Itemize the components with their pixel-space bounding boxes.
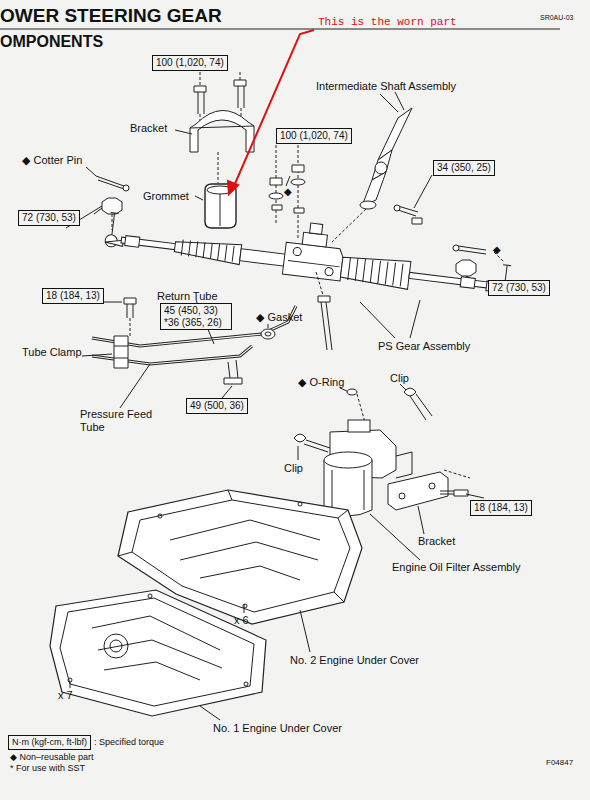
part-label: ◆ Gasket xyxy=(256,311,302,324)
boot-rib xyxy=(181,240,183,256)
part-label: No. 1 Engine Under Cover xyxy=(213,722,342,735)
part-label: ◆ xyxy=(284,186,292,198)
torque-box: 100 (1,020, 74) xyxy=(152,55,228,71)
torque-box: 72 (730, 53) xyxy=(488,280,550,296)
part-label: ◆ O-Ring xyxy=(298,376,344,389)
part-label: Return Tube xyxy=(157,290,218,303)
legend-row: ◆ Non–reusable part xyxy=(10,752,93,762)
legend-text: ◆ Non–reusable part xyxy=(10,752,93,762)
page-title: OWER STEERING GEAR xyxy=(0,5,222,27)
part-label: OMPONENTS xyxy=(0,33,103,51)
part-label: Intermediate Shaft Assembly xyxy=(316,80,456,93)
legend-row: : Specified torque xyxy=(94,737,164,747)
torque-box: 45 (450, 33) *36 (365, 26) xyxy=(160,303,232,330)
boot-rib xyxy=(218,244,220,260)
torque-value: 49 (500, 36) xyxy=(187,399,247,413)
annotation-arrow xyxy=(228,30,314,194)
clip xyxy=(294,434,330,460)
torque-value: 45 (450, 33) *36 (365, 26) xyxy=(161,304,231,329)
part-label: Pressure Feed Tube xyxy=(80,408,162,433)
engine-under-cover xyxy=(50,590,266,720)
torque-box: 49 (500, 36) xyxy=(186,398,248,414)
legend-text: : Specified torque xyxy=(94,737,164,747)
leader-line xyxy=(380,94,398,112)
boot-rib xyxy=(189,240,191,256)
part-label: Clip xyxy=(284,462,303,475)
part-label: F04847 xyxy=(546,758,573,767)
part-label: ◆ xyxy=(493,244,501,256)
part-label: Tube Clamp xyxy=(22,346,82,359)
leader-line xyxy=(286,176,290,186)
part-label: x 6 xyxy=(234,614,249,627)
part-label: Engine Oil Filter Assembly xyxy=(392,561,520,574)
torque-value: 100 (1,020, 74) xyxy=(153,56,227,70)
annotation-note: This is the worn part xyxy=(318,16,457,29)
title-rule xyxy=(0,28,560,29)
legend-row: * For use with SST xyxy=(10,763,85,773)
torque-value: 34 (350, 25) xyxy=(434,161,494,175)
clip xyxy=(400,384,432,420)
legend-text: * For use with SST xyxy=(10,763,85,773)
torque-value: 72 (730, 53) xyxy=(19,211,79,225)
torque-box: 18 (184, 13) xyxy=(42,288,104,304)
leader-line xyxy=(82,354,112,356)
torque-value: 72 (730, 53) xyxy=(489,281,549,295)
leader-line xyxy=(360,302,395,338)
part-label: SR0AU-03 xyxy=(540,14,573,22)
boot-rib xyxy=(370,260,373,283)
part-label: No. 2 Engine Under Cover xyxy=(290,654,419,667)
torque-box: N·m (kgf-cm, ft-lbf) xyxy=(8,735,91,750)
leader-line xyxy=(86,167,96,176)
boot-rib xyxy=(385,262,388,285)
boot-rib xyxy=(210,243,212,259)
boot-rib xyxy=(363,259,366,282)
part-label: Clip xyxy=(390,372,409,385)
boot-rib xyxy=(393,263,396,286)
leader-line xyxy=(175,130,192,134)
torque-box: 100 (1,020, 74) xyxy=(276,128,352,144)
part-label: Bracket xyxy=(418,535,455,548)
gear-bolts xyxy=(316,218,422,350)
part-label: ◆ Cotter Pin xyxy=(22,154,82,167)
part-label: Grommet xyxy=(143,190,189,203)
boot-rib xyxy=(232,246,234,262)
ps-gear-assembly xyxy=(104,198,516,301)
boot-rib xyxy=(203,242,205,258)
boot-rib xyxy=(225,245,227,261)
torque-value: 18 (184, 13) xyxy=(471,501,531,515)
gasket xyxy=(261,324,275,339)
intermediate-shaft xyxy=(332,92,432,242)
filter-bracket xyxy=(370,470,484,560)
bracket xyxy=(190,110,254,152)
torque-value: N·m (kgf-cm, ft-lbf) xyxy=(9,736,90,748)
boot-rib xyxy=(400,264,403,287)
boot-rib xyxy=(196,241,198,257)
torque-box: 18 (184, 13) xyxy=(470,500,532,516)
torque-value: 100 (1,020, 74) xyxy=(277,129,351,143)
leader-line xyxy=(120,364,150,408)
boot-rib xyxy=(378,261,381,284)
torque-value: 18 (184, 13) xyxy=(43,289,103,303)
part-label: PS Gear Assembly xyxy=(378,340,470,353)
torque-box: 34 (350, 25) xyxy=(433,160,495,176)
torque-box: 72 (730, 53) xyxy=(18,210,80,226)
boot-rib xyxy=(355,258,358,281)
part-label: x 7 xyxy=(58,689,73,702)
leader-line xyxy=(410,300,420,338)
left-cotter-pin-nut xyxy=(94,176,129,230)
mounting-nuts xyxy=(269,145,305,240)
part-label: Bracket xyxy=(130,122,167,135)
boot-rib xyxy=(348,257,351,280)
tube-clamp xyxy=(114,336,128,368)
